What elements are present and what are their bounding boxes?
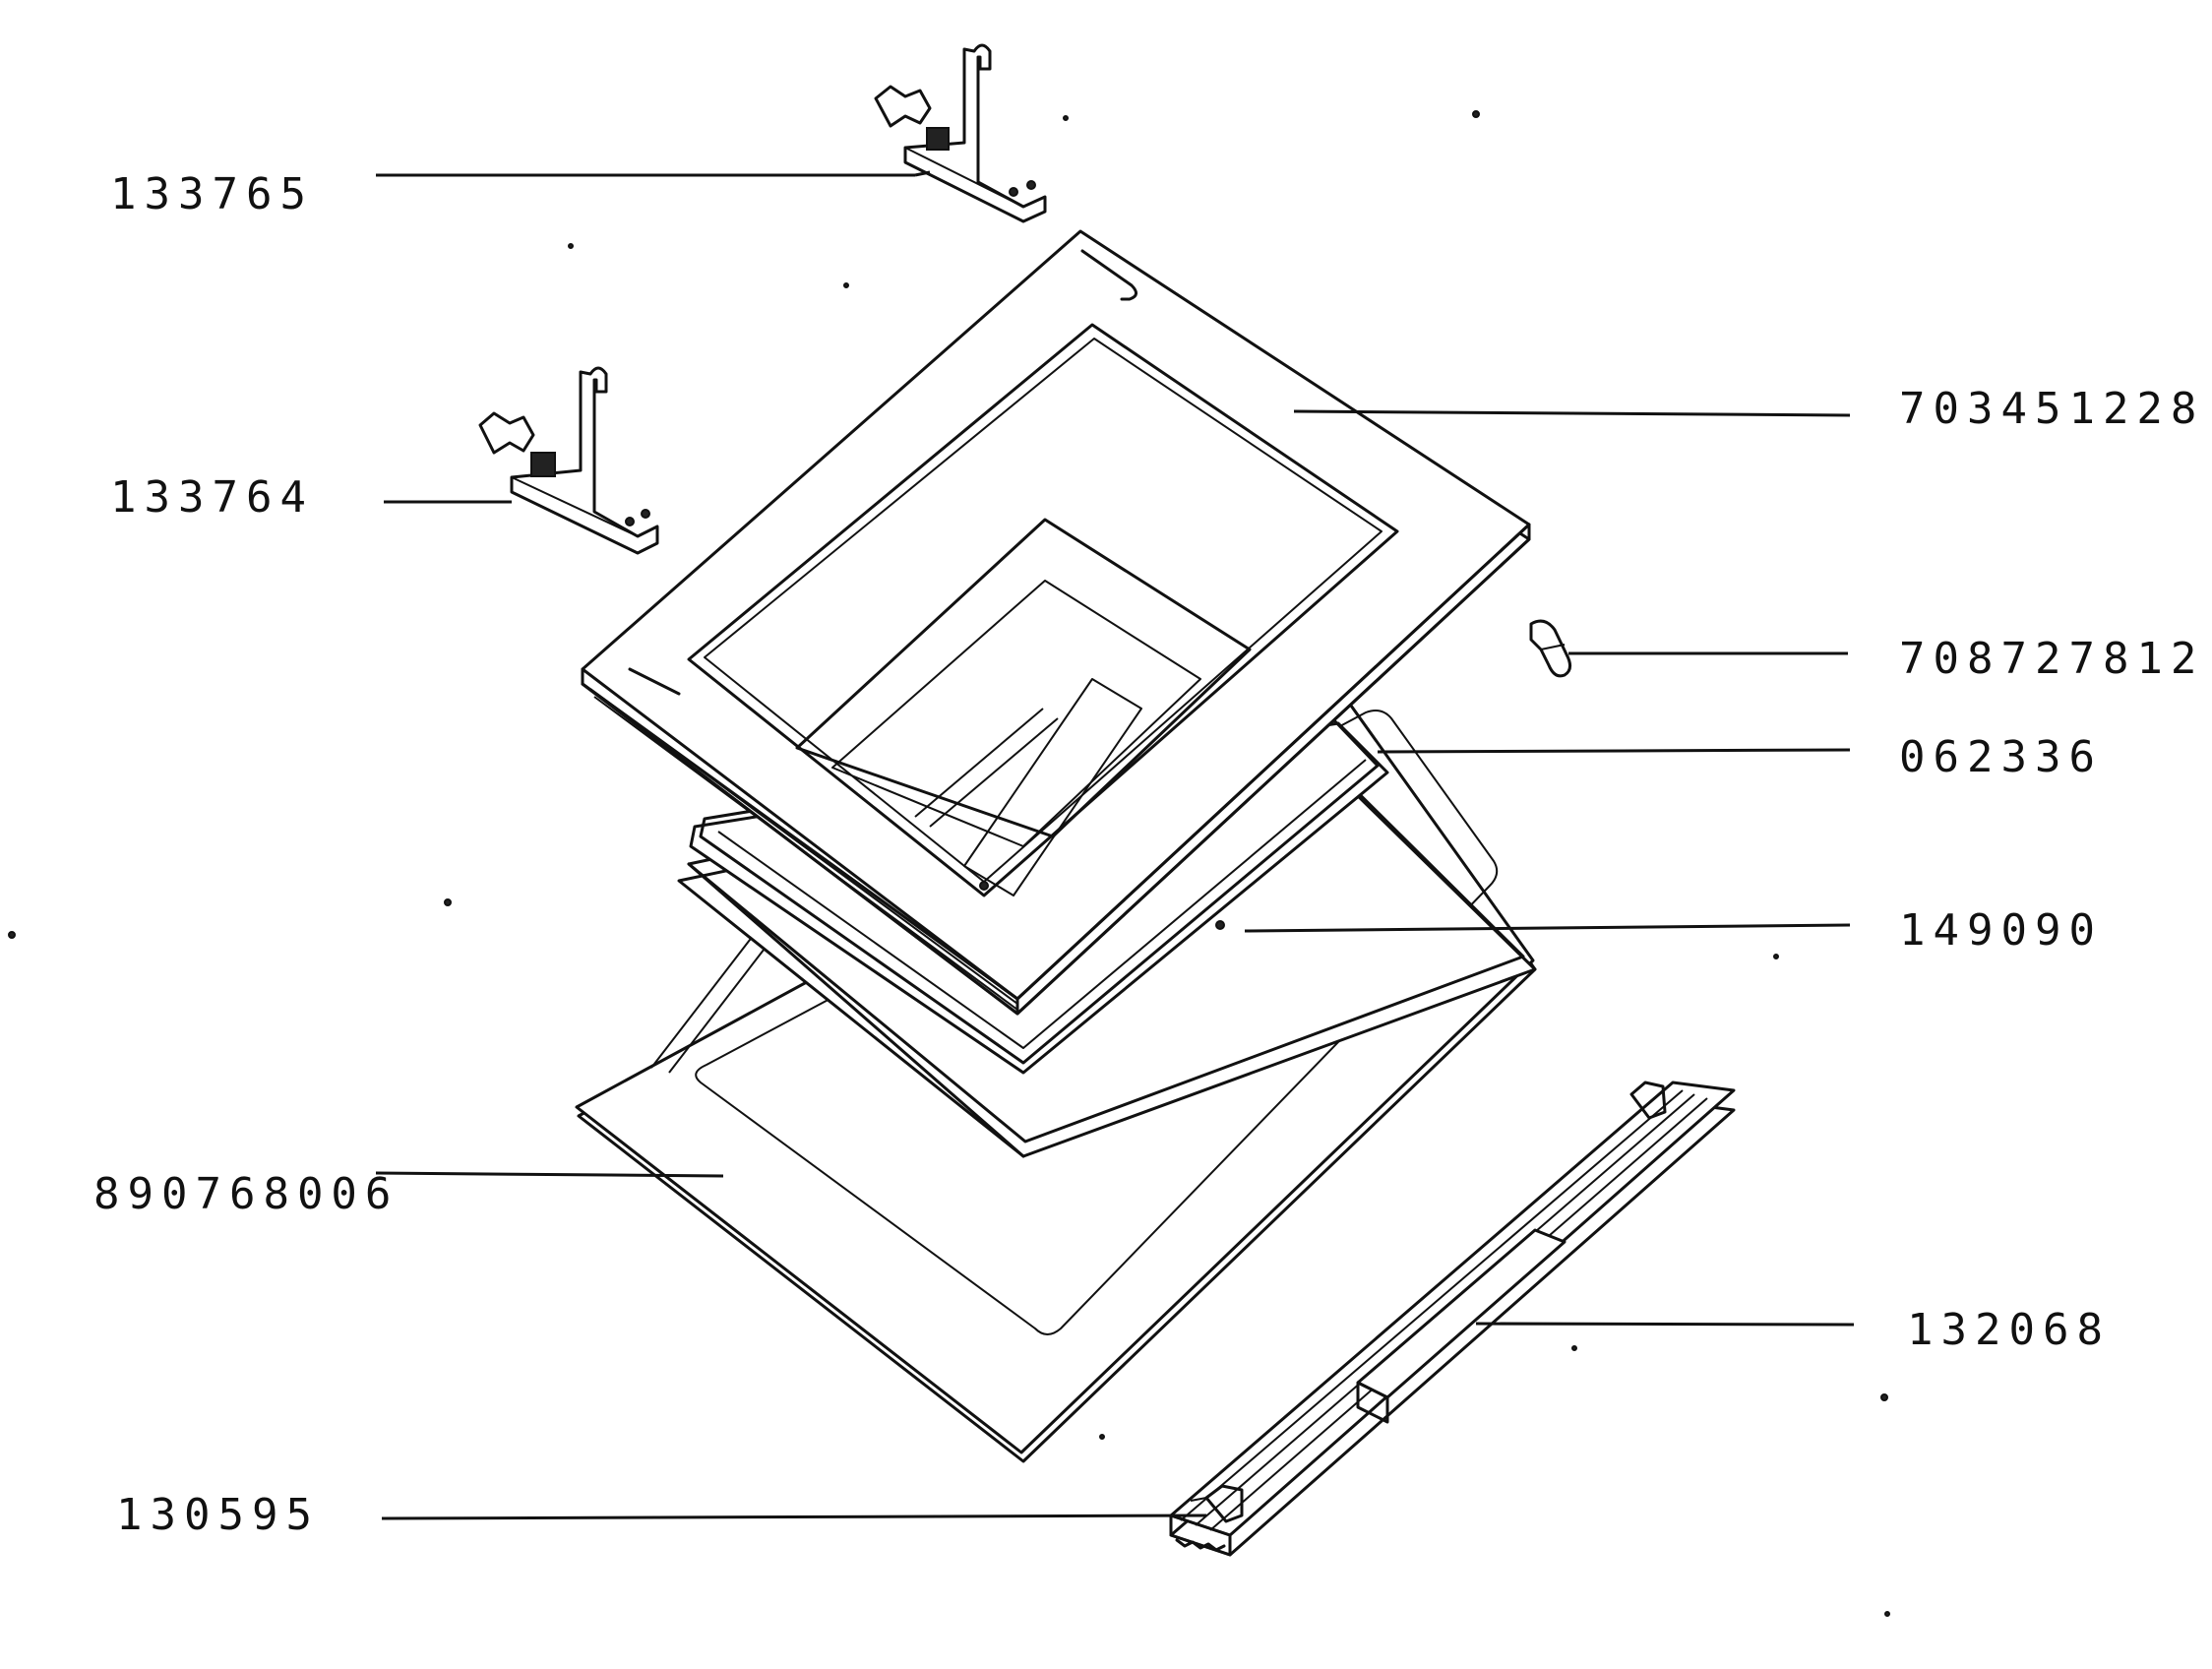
part-number-outer-door-frame: 703451228 — [1899, 384, 2205, 434]
leader-lines — [375, 170, 1855, 1520]
part-number-hinge-right: 133765 — [110, 169, 314, 219]
part-number-handle-end-cap: 130595 — [116, 1490, 320, 1540]
part-number-hinge-left: 133764 — [110, 472, 314, 523]
part-number-clip: 708727812 — [1899, 634, 2205, 684]
scan-specks — [8, 110, 1890, 1617]
handle-bar-part — [1169, 1081, 1736, 1557]
hinge-left-part — [478, 366, 659, 555]
hinge-right-part — [874, 43, 1047, 223]
part-number-outer-glass: 890768006 — [93, 1169, 399, 1219]
outer-door-frame — [581, 229, 1531, 1016]
part-number-inner-glass: 149090 — [1899, 905, 2103, 956]
clip-part — [1529, 619, 1571, 678]
part-number-seal: 062336 — [1899, 732, 2103, 782]
part-number-handle-bar: 132068 — [1907, 1305, 2111, 1355]
